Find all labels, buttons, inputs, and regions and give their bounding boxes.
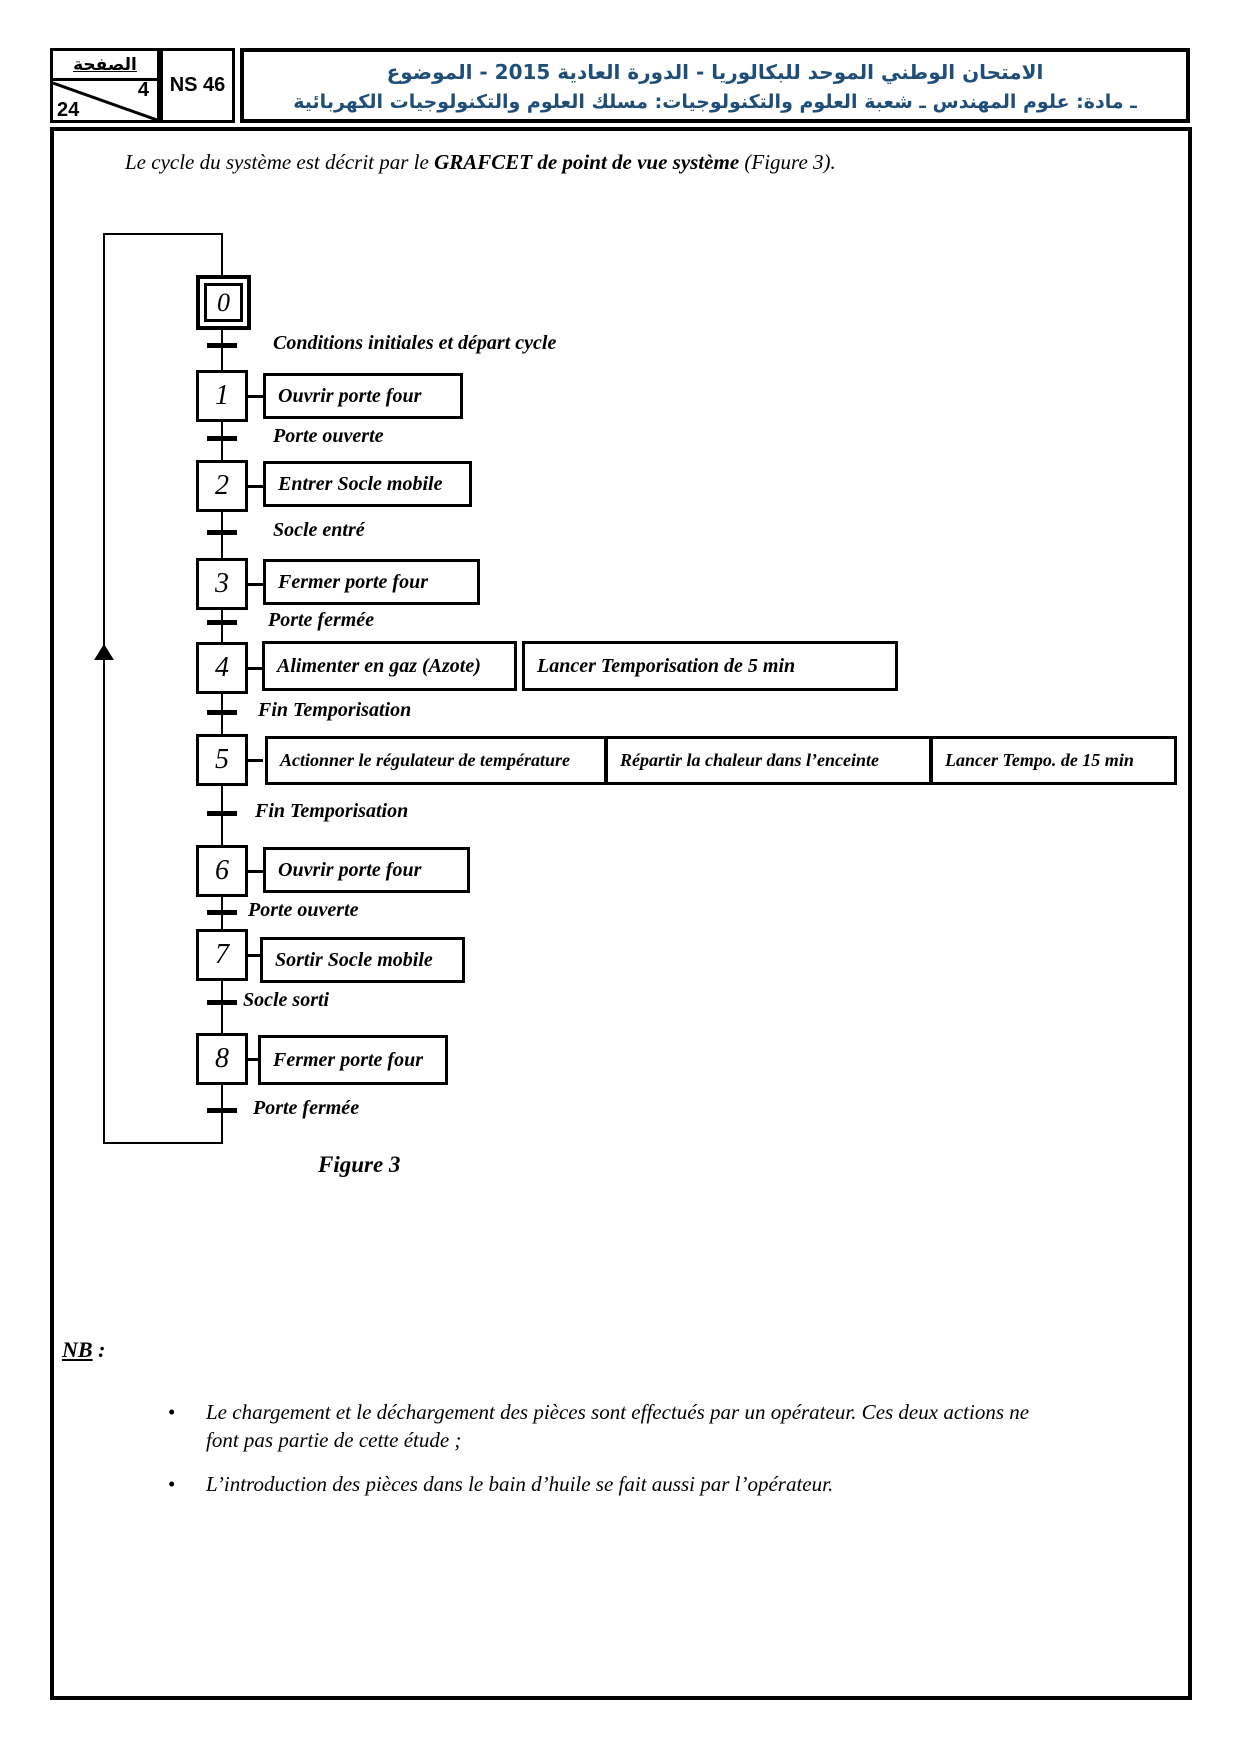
transition-tick-3 — [207, 620, 237, 625]
page-number-box: الصفحة 4 24 — [50, 48, 160, 123]
grafcet-step-8: 8 — [196, 1033, 248, 1085]
grafcet-step-5: 5 — [196, 734, 248, 786]
nb-colon: : — [92, 1337, 106, 1362]
nb-list: • Le chargement et le déchargement des p… — [168, 1398, 1098, 1514]
transition-tick-0 — [207, 343, 237, 348]
page-label: الصفحة — [53, 51, 157, 81]
grafcet-step-0-number: 0 — [204, 283, 243, 322]
page-total: 24 — [57, 99, 80, 121]
transition-label-2: Socle entré — [273, 519, 365, 541]
grafcet-action-3: Fermer porte four — [263, 559, 480, 605]
transition-label-6: Porte ouverte — [248, 899, 359, 921]
exam-header-title: الامتحان الوطني الموحد للبكالوريا - الدو… — [240, 48, 1190, 123]
nb-bullet-1-text: Le chargement et le déchargement des piè… — [206, 1400, 1030, 1452]
action-connector-5 — [247, 759, 263, 762]
transition-tick-5 — [207, 811, 237, 816]
figure-caption: Figure 3 — [318, 1152, 401, 1177]
grafcet-action-2: Entrer Socle mobile — [263, 461, 472, 507]
action-connector-8 — [247, 1058, 263, 1061]
grafcet-action-7: Sortir Socle mobile — [260, 937, 465, 983]
intro-sentence: Le cycle du système est décrit par le GR… — [125, 150, 836, 175]
grafcet-step-2: 2 — [196, 460, 248, 512]
exam-title-line2: ـ مادة: علوم المهندس ـ شعبة العلوم والتك… — [293, 91, 1137, 113]
bullet-icon: • — [168, 1400, 176, 1424]
nb-heading: NB : — [62, 1337, 105, 1363]
page-fraction-cell: 4 24 — [53, 79, 157, 121]
action-connector-7 — [247, 954, 263, 957]
bullet-icon: • — [168, 1472, 176, 1496]
grafcet-step-7: 7 — [196, 929, 248, 981]
grafcet-action-5a: Actionner le régulateur de température — [265, 736, 607, 785]
transition-label-5: Fin Temporisation — [255, 800, 409, 822]
action-connector-3 — [247, 583, 263, 586]
transition-label-3: Porte fermée — [268, 609, 375, 631]
content-border — [50, 127, 1192, 1700]
intro-pre: Le cycle du système est décrit par le — [125, 150, 435, 174]
transition-label-4: Fin Temporisation — [258, 699, 412, 721]
transition-tick-8 — [207, 1108, 237, 1113]
transition-label-7: Socle sorti — [243, 989, 330, 1011]
nb-bullet-2-text: L’introduction des pièces dans le bain d… — [206, 1472, 834, 1496]
grafcet-action-5c: Lancer Tempo. de 15 min — [930, 736, 1177, 785]
grafcet-step-6: 6 — [196, 845, 248, 897]
grafcet-action-1: Ouvrir porte four — [263, 373, 463, 419]
transition-tick-2 — [207, 530, 237, 535]
transition-tick-6 — [207, 910, 237, 915]
exam-title-line1: الامتحان الوطني الموحد للبكالوريا - الدو… — [386, 60, 1044, 84]
grafcet-step-1: 1 — [196, 370, 248, 422]
grafcet-action-4a: Alimenter en gaz (Azote) — [262, 641, 517, 691]
grafcet-step-4: 4 — [196, 642, 248, 694]
transition-tick-7 — [207, 1000, 237, 1005]
nb-label-text: NB — [62, 1337, 93, 1362]
page-current: 4 — [137, 79, 149, 101]
diagonal-line — [53, 81, 157, 120]
transition-label-0: Conditions initiales et départ cycle — [273, 332, 557, 354]
grafcet-action-5b: Répartir la chaleur dans l’enceinte — [605, 736, 932, 785]
grafcet-step-3: 3 — [196, 558, 248, 610]
action-connector-1 — [247, 395, 263, 398]
transition-tick-1 — [207, 436, 237, 441]
grafcet-action-8: Fermer porte four — [258, 1035, 448, 1085]
grafcet-step-0: 0 — [196, 275, 251, 330]
intro-post: (Figure 3). — [739, 150, 836, 174]
action-connector-2 — [247, 485, 263, 488]
list-item: • L’introduction des pièces dans le bain… — [168, 1470, 1098, 1498]
action-connector-6 — [247, 870, 263, 873]
exam-reference: NS 46 — [160, 48, 235, 123]
action-connector-4 — [247, 667, 263, 670]
transition-label-8: Porte fermée — [253, 1097, 360, 1119]
transition-label-1: Porte ouverte — [273, 425, 384, 447]
list-item: • Le chargement et le déchargement des p… — [168, 1398, 1098, 1454]
feedback-arrow-up-icon — [94, 644, 114, 660]
grafcet-action-6: Ouvrir porte four — [263, 847, 470, 893]
transition-tick-4 — [207, 710, 237, 715]
intro-bold: GRAFCET de point de vue système — [434, 150, 740, 174]
grafcet-action-4b: Lancer Temporisation de 5 min — [522, 641, 898, 691]
